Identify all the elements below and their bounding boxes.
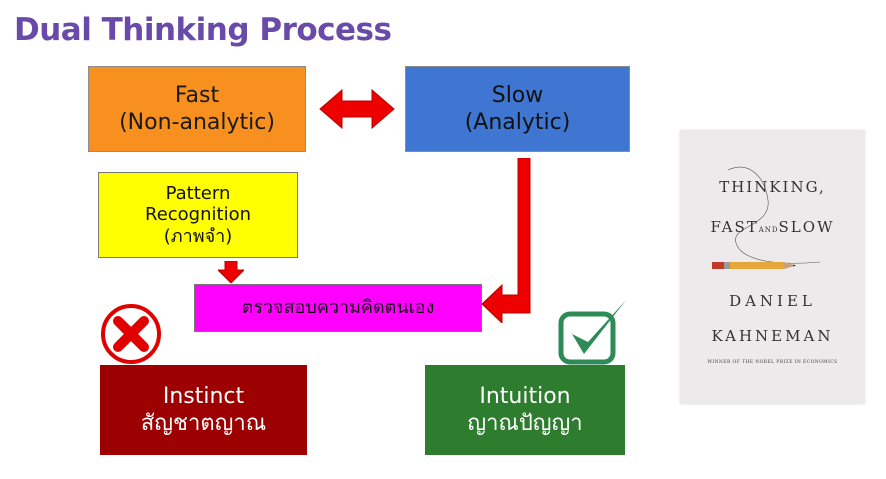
checkmark-box-icon: [558, 300, 626, 365]
slow-label: Slow: [491, 82, 544, 108]
book-title-fast: FAST: [710, 218, 759, 236]
pencil-line-icon: [712, 166, 821, 269]
book-title-slow: SLOW: [778, 218, 835, 236]
intuition-label: Intuition: [479, 383, 571, 409]
self-check-box: ตรวจสอบความคิดตนเอง: [194, 284, 482, 332]
elbow-arrow-icon: [481, 158, 531, 323]
instinct-box: Instinct สัญชาตญาณ: [100, 365, 307, 455]
book-title-and: AND: [758, 226, 779, 234]
double-arrow-icon: [319, 88, 395, 130]
down-arrow-icon: [218, 261, 244, 283]
book-subtitle: WINNER OF THE NOBEL PRIZE IN ECONOMICS: [707, 360, 838, 365]
book-title-line2: FASTANDSLOW: [680, 218, 865, 236]
fast-label: Fast: [174, 82, 220, 108]
x-circle-icon: [101, 304, 161, 364]
pattern-recognition-box: Pattern Recognition (ภาพจำ): [98, 172, 298, 258]
book-cover-image: THINKING, FASTANDSLOW DANIEL KAHNEMAN WI…: [680, 130, 865, 404]
fast-box: Fast (Non-analytic): [88, 66, 306, 152]
pattern-label-line1: Pattern: [165, 182, 231, 204]
book-author-first: DANIEL: [729, 292, 816, 310]
book-author-last: KAHNEMAN: [711, 327, 834, 345]
slow-box: Slow (Analytic): [405, 66, 630, 152]
pattern-label-line3: (ภาพจำ): [163, 225, 233, 247]
pattern-label-line2: Recognition: [145, 204, 251, 226]
intuition-box: Intuition ญาณปัญญา: [425, 365, 625, 455]
instinct-thai-label: สัญชาตญาณ: [140, 411, 267, 436]
fast-sublabel: (Non-analytic): [119, 110, 275, 135]
intuition-thai-label: ญาณปัญญา: [467, 411, 583, 436]
instinct-label: Instinct: [162, 383, 245, 409]
book-title-line1: THINKING,: [719, 178, 826, 196]
self-check-label: ตรวจสอบความคิดตนเอง: [241, 296, 435, 318]
page-title: Dual Thinking Process: [14, 12, 392, 48]
slow-sublabel: (Analytic): [464, 110, 571, 135]
